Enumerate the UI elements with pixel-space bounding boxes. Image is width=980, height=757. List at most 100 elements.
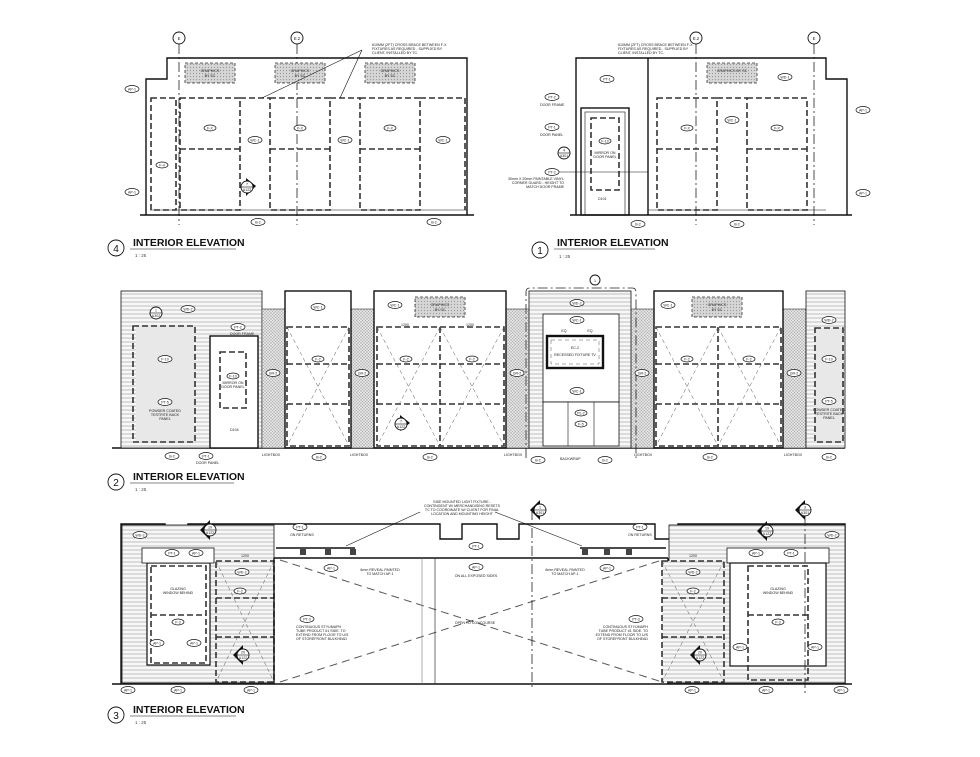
svg-text:F-4: F-4 — [159, 163, 164, 167]
svg-text:AP-1: AP-1 — [859, 108, 867, 112]
svg-text:WC-1: WC-1 — [438, 138, 447, 142]
svg-text:WD-2: WD-2 — [824, 318, 833, 322]
svg-text:F-2: F-2 — [315, 357, 320, 361]
svg-text:30mm X 20mm PAINTABLE VINYL: 30mm X 20mm PAINTABLE VINYL — [508, 177, 564, 181]
svg-text:A301: A301 — [536, 511, 544, 515]
svg-text:F-3: F-3 — [175, 620, 180, 624]
svg-text:ON ALL EXPOSED SIDES: ON ALL EXPOSED SIDES — [455, 574, 498, 578]
svg-text:1200: 1200 — [241, 554, 249, 558]
svg-text:A122: A122 — [239, 656, 247, 660]
section-marker: 1 A302 — [149, 306, 163, 320]
svg-text:F-2: F-2 — [690, 589, 695, 593]
svg-text:OPEN TO CONCOURSE: OPEN TO CONCOURSE — [455, 621, 496, 625]
svg-text:LIGHTBOX: LIGHTBOX — [262, 453, 281, 457]
svg-text:F-5: F-5 — [578, 422, 583, 426]
section-marker: 4 A301 — [557, 146, 571, 160]
svg-text:WINDOW BEHIND: WINDOW BEHIND — [163, 591, 194, 595]
grid-marker-e2: E.2 — [290, 31, 304, 225]
svg-text:3: 3 — [804, 506, 806, 510]
svg-text:WC-1: WC-1 — [572, 389, 581, 393]
svg-text:B-2: B-2 — [734, 222, 740, 226]
svg-text:F-X: F-X — [297, 126, 303, 130]
svg-text:6mm REVEAL PAINTED: 6mm REVEAL PAINTED — [360, 568, 400, 572]
svg-text:GR-2: GR-2 — [638, 371, 647, 375]
svg-text:RECESSED FIXTURE TV: RECESSED FIXTURE TV — [554, 353, 596, 357]
svg-text:POWDER COATED: POWDER COATED — [149, 409, 181, 413]
svg-text:LIGHTBOX: LIGHTBOX — [504, 453, 523, 457]
svg-text:610MM (2FT) CROSS BRACE BETWEE: 610MM (2FT) CROSS BRACE BETWEEN F-X — [372, 43, 447, 47]
svg-text:OF STOREFRONT BULKHEAD: OF STOREFRONT BULKHEAD — [296, 637, 347, 641]
svg-text:19: 19 — [208, 526, 212, 530]
svg-text:TESTRITE BACK: TESTRITE BACK — [151, 413, 180, 417]
svg-text:LIGHTBOX: LIGHTBOX — [634, 453, 653, 457]
svg-text:INTERIOR ELEVATION: INTERIOR ELEVATION — [133, 704, 245, 716]
svg-text:GRAPHICS BY SC: GRAPHICS BY SC — [717, 69, 748, 73]
svg-text:AP-1: AP-1 — [837, 688, 845, 692]
svg-text:FIXTURES AS REQUIRED - SUPPLIE: FIXTURES AS REQUIRED - SUPPLIED BY — [618, 47, 689, 51]
svg-text:A301: A301 — [801, 511, 809, 515]
section-marker: 20 A122 — [233, 645, 250, 665]
svg-text:F-2: F-2 — [237, 589, 242, 593]
svg-text:F-10: F-10 — [601, 139, 608, 143]
svg-text:A301: A301 — [560, 154, 568, 158]
svg-text:WINDOW BEHIND: WINDOW BEHIND — [763, 591, 794, 595]
svg-text:EQ: EQ — [561, 329, 566, 333]
svg-text:PT-2: PT-2 — [548, 170, 556, 174]
svg-text:F-X: F-X — [684, 126, 690, 130]
svg-text:WC-1: WC-1 — [250, 138, 259, 142]
svg-text:PANEL: PANEL — [159, 417, 171, 421]
svg-text:MIRROR ON: MIRROR ON — [223, 381, 244, 385]
svg-text:GR-2: GR-2 — [269, 371, 278, 375]
svg-text:INTERIOR ELEVATION: INTERIOR ELEVATION — [557, 237, 669, 249]
svg-text:AP-1: AP-1 — [192, 551, 200, 555]
svg-text:ON RETURNS: ON RETURNS — [628, 533, 652, 537]
svg-text:CLIENT, INSTALLED BY TC.: CLIENT, INSTALLED BY TC. — [372, 51, 418, 55]
svg-text:A122: A122 — [206, 531, 214, 535]
section-marker: 19 A122 — [200, 520, 217, 540]
svg-text:AP-1: AP-1 — [247, 688, 255, 692]
svg-text:TC TO COORDINATE W/ CLIENT FOR: TC TO COORDINATE W/ CLIENT FOR FINAL — [425, 508, 499, 512]
svg-text:1 : 25: 1 : 25 — [559, 254, 571, 259]
svg-text:D101: D101 — [598, 197, 607, 201]
svg-text:7: 7 — [400, 420, 402, 424]
svg-text:DOOR FRAME: DOOR FRAME — [230, 332, 255, 336]
svg-text:PT-1: PT-1 — [636, 525, 644, 529]
elevation-1: E.2 E GRAPHICS BY SC MIRROR ON DOOR PANE… — [508, 31, 871, 259]
svg-text:PT-5: PT-5 — [161, 400, 169, 404]
elevation-3: GLAZING WINDOW BEHIND F-3 PT-1 AP-1 WD-2… — [107, 500, 852, 725]
svg-text:CONTINUOUS STYUMAPH: CONTINUOUS STYUMAPH — [603, 625, 649, 629]
svg-text:GRAPHICS: GRAPHICS — [381, 69, 400, 73]
svg-text:EXTEND FROM FLOOR TO U/S: EXTEND FROM FLOOR TO U/S — [296, 633, 349, 637]
svg-text:A122: A122 — [397, 425, 405, 429]
svg-text:GRAPHICS: GRAPHICS — [291, 69, 310, 73]
svg-text:GLAZING: GLAZING — [170, 587, 186, 591]
svg-text:F-2: F-2 — [403, 357, 408, 361]
svg-text:AP-1: AP-1 — [752, 551, 760, 555]
elevation-1-title: 1 INTERIOR ELEVATION 1 : 25 — [531, 237, 669, 259]
svg-text:WD-2: WD-2 — [827, 533, 836, 537]
svg-text:4: 4 — [563, 149, 565, 153]
svg-text:WC-1: WC-1 — [663, 303, 672, 307]
elevation-4-title: 4 INTERIOR ELEVATION 1 : 25 — [107, 237, 245, 258]
svg-text:PT-1: PT-1 — [548, 125, 556, 129]
section-marker: 3 A301 — [795, 500, 812, 520]
svg-text:1200: 1200 — [689, 554, 697, 558]
svg-text:GLAZING: GLAZING — [770, 587, 786, 591]
grid-marker-e: E — [807, 31, 821, 225]
svg-text:POWDER COATED: POWDER COATED — [813, 408, 845, 412]
svg-text:F-10: F-10 — [161, 357, 168, 361]
svg-text:F-X: F-X — [387, 126, 393, 130]
tag-ap1-low: AP-1 — [124, 188, 140, 196]
svg-text:LIGHTBOX: LIGHTBOX — [784, 453, 803, 457]
svg-text:B-2: B-2 — [255, 220, 261, 224]
svg-text:DOOR PANEL: DOOR PANEL — [593, 155, 616, 159]
svg-text:F-2: F-2 — [684, 357, 689, 361]
svg-text:PT-5: PT-5 — [825, 399, 833, 403]
svg-text:PT-2: PT-2 — [548, 95, 556, 99]
svg-text:E.2: E.2 — [294, 36, 301, 41]
svg-text:D104: D104 — [230, 428, 239, 432]
svg-text:BY SC: BY SC — [205, 74, 216, 78]
elevation-2-title: 2 INTERIOR ELEVATION 1 : 25 — [107, 471, 245, 492]
svg-text:AP-1: AP-1 — [327, 566, 335, 570]
